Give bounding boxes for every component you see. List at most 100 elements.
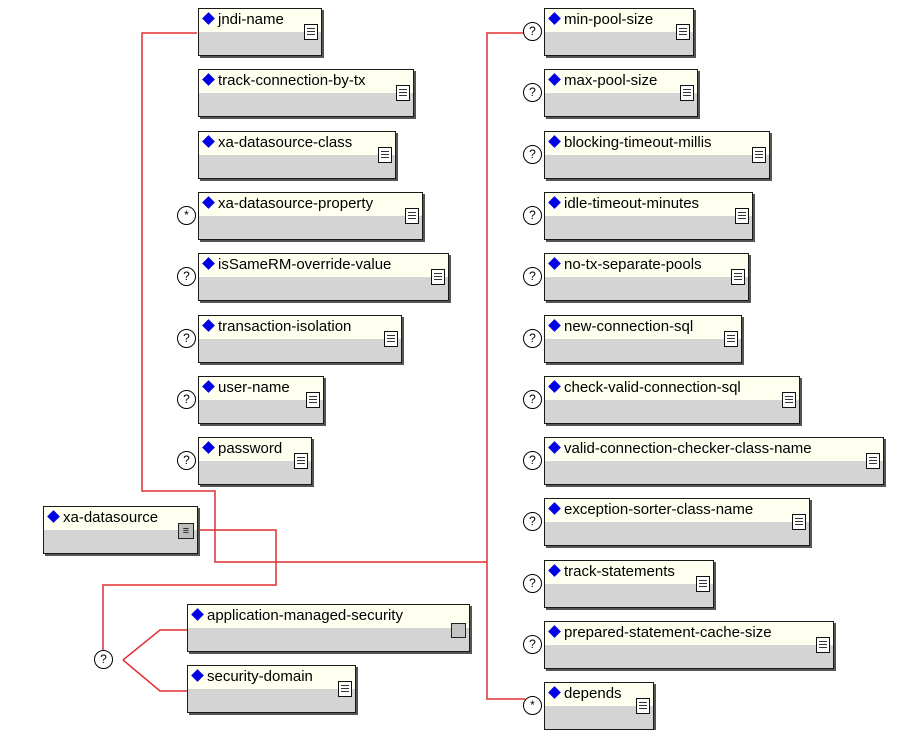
element-label: prepared-statement-cache-size: [564, 624, 772, 641]
node-band: [545, 706, 653, 729]
documentation-icon: [304, 24, 318, 40]
occurrence-optional-icon: ?: [523, 329, 542, 348]
simple-type-icon: [451, 623, 466, 638]
documentation-icon: [782, 392, 796, 408]
schema-element-node[interactable]: transaction-isolation: [198, 315, 402, 363]
complex-type-icon: ≡: [178, 523, 194, 539]
schema-element-node[interactable]: jndi-name: [198, 8, 322, 56]
element-label: application-managed-security: [207, 607, 403, 624]
node-band: [199, 216, 422, 239]
documentation-icon: [816, 637, 830, 653]
occurrence-optional-icon: ?: [523, 635, 542, 654]
node-band: [545, 645, 833, 668]
schema-element-node[interactable]: xa-datasource-class: [198, 131, 396, 179]
element-label: xa-datasource-class: [218, 134, 353, 151]
element-diamond-icon: [548, 380, 561, 393]
element-diamond-icon: [202, 380, 215, 393]
element-label: blocking-timeout-millis: [564, 134, 712, 151]
node-band: [545, 522, 809, 545]
documentation-icon: [724, 331, 738, 347]
occurrence-optional-icon: ?: [523, 512, 542, 531]
schema-element-node[interactable]: security-domain: [187, 665, 356, 713]
schema-element-node[interactable]: no-tx-separate-pools: [544, 253, 749, 301]
element-diamond-icon: [548, 625, 561, 638]
schema-element-node[interactable]: idle-timeout-minutes: [544, 192, 753, 240]
schema-element-node[interactable]: password: [198, 437, 312, 485]
node-band: [545, 93, 697, 116]
documentation-icon: [396, 85, 410, 101]
root-to-choice-connector: [102, 529, 277, 650]
element-diamond-icon: [191, 608, 204, 621]
occurrence-optional-icon: ?: [523, 83, 542, 102]
schema-element-node[interactable]: track-connection-by-tx: [198, 69, 414, 117]
schema-element-node[interactable]: valid-connection-checker-class-name: [544, 437, 884, 485]
occurrence-optional-icon: ?: [94, 650, 113, 669]
documentation-icon: [792, 514, 806, 530]
element-diamond-icon: [202, 73, 215, 86]
schema-element-node[interactable]: exception-sorter-class-name: [544, 498, 810, 546]
schema-element-node[interactable]: blocking-timeout-millis: [544, 131, 770, 179]
occurrence-optional-icon: ?: [523, 145, 542, 164]
element-diamond-icon: [548, 73, 561, 86]
element-diamond-icon: [202, 196, 215, 209]
schema-element-node[interactable]: track-statements: [544, 560, 714, 608]
element-label: max-pool-size: [564, 72, 658, 89]
schema-element-node[interactable]: application-managed-security: [187, 604, 470, 652]
schema-element-node[interactable]: check-valid-connection-sql: [544, 376, 800, 424]
element-label: depends: [564, 685, 622, 702]
element-diamond-icon: [202, 135, 215, 148]
documentation-icon: [866, 453, 880, 469]
element-label: exception-sorter-class-name: [564, 501, 754, 518]
element-label: transaction-isolation: [218, 318, 352, 335]
element-label: valid-connection-checker-class-name: [564, 440, 812, 457]
element-label: security-domain: [207, 668, 313, 685]
element-label: new-connection-sql: [564, 318, 694, 335]
root-element-node[interactable]: xa-datasource ≡: [43, 506, 198, 554]
choice-branch-connector: [122, 659, 187, 692]
left-sequence-connector: [141, 32, 487, 563]
element-label: user-name: [218, 379, 290, 396]
element-diamond-icon: [548, 135, 561, 148]
element-diamond-icon: [202, 257, 215, 270]
element-diamond-icon: [548, 564, 561, 577]
schema-element-node[interactable]: min-pool-size: [544, 8, 694, 56]
element-label: track-statements: [564, 563, 675, 580]
element-diamond-icon: [202, 12, 215, 25]
schema-element-node[interactable]: depends: [544, 682, 654, 730]
element-label: xa-datasource: [63, 509, 159, 526]
documentation-icon: [294, 453, 308, 469]
node-band: [199, 32, 321, 55]
element-label: track-connection-by-tx: [218, 72, 366, 89]
element-diamond-icon: [548, 196, 561, 209]
node-band: [545, 32, 693, 55]
occurrence-optional-icon: ?: [523, 206, 542, 225]
documentation-icon: [752, 147, 766, 163]
node-band: [545, 400, 799, 423]
documentation-icon: [735, 208, 749, 224]
element-diamond-icon: [191, 669, 204, 682]
occurrence-optional-icon: ?: [523, 390, 542, 409]
node-band: [199, 461, 311, 484]
schema-element-node[interactable]: max-pool-size: [544, 69, 698, 117]
occurrence-optional-icon: ?: [177, 451, 196, 470]
element-diamond-icon: [548, 319, 561, 332]
occurrence-optional-icon: ?: [177, 267, 196, 286]
documentation-icon: [676, 24, 690, 40]
schema-element-node[interactable]: isSameRM-override-value: [198, 253, 449, 301]
node-band: [188, 689, 355, 712]
node-band: [199, 93, 413, 116]
schema-element-node[interactable]: prepared-statement-cache-size: [544, 621, 834, 669]
node-band: [545, 216, 752, 239]
schema-element-node[interactable]: user-name: [198, 376, 324, 424]
element-label: isSameRM-override-value: [218, 256, 392, 273]
schema-element-node[interactable]: xa-datasource-property: [198, 192, 423, 240]
occurrence-optional-icon: ?: [523, 22, 542, 41]
element-label: password: [218, 440, 283, 457]
node-band: [545, 461, 883, 484]
element-diamond-icon: [202, 441, 215, 454]
element-diamond-icon: [47, 510, 60, 523]
element-label: idle-timeout-minutes: [564, 195, 700, 212]
schema-element-node[interactable]: new-connection-sql: [544, 315, 742, 363]
